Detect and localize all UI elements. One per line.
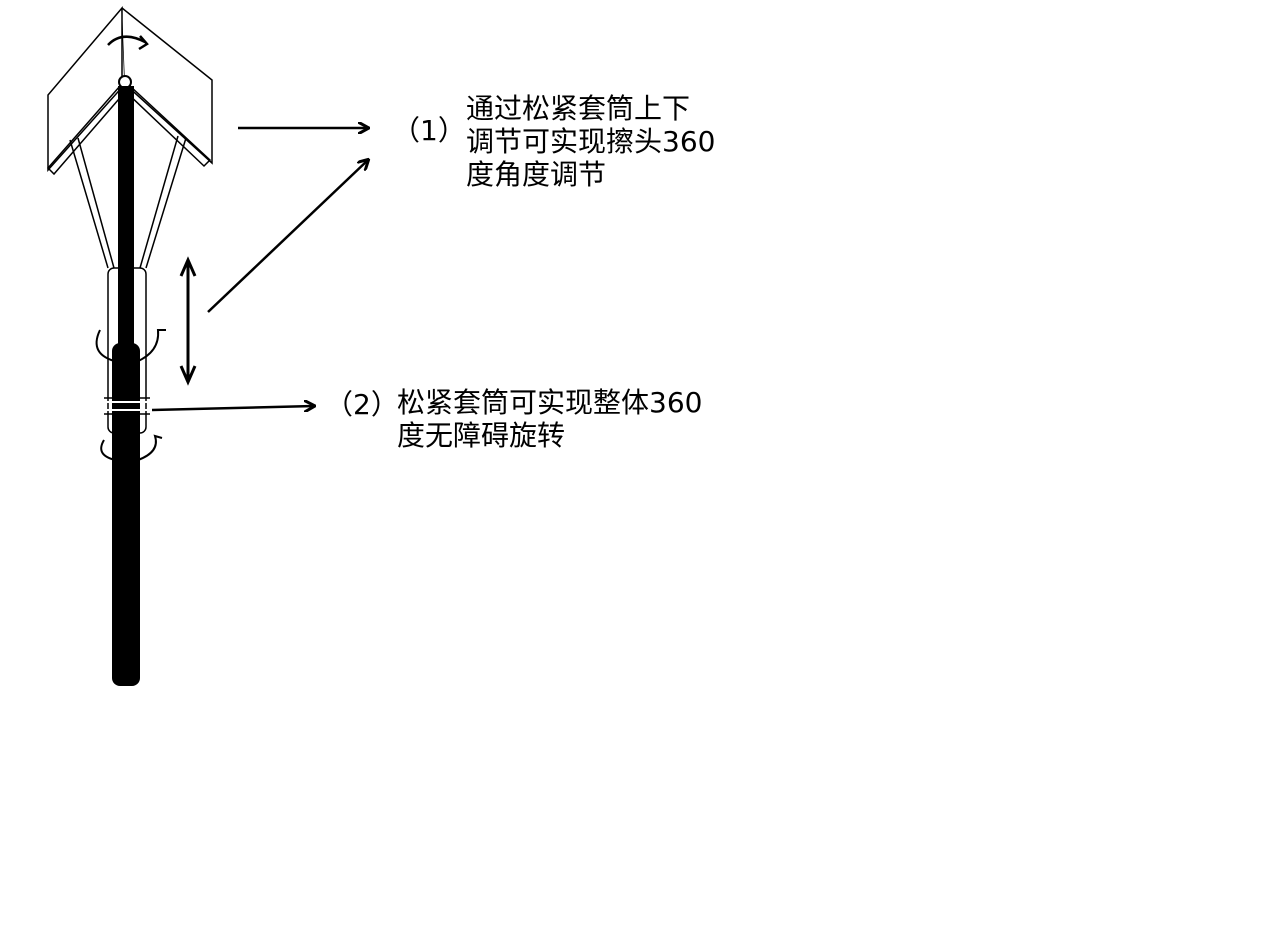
inner-v-right xyxy=(125,85,212,168)
struts xyxy=(69,135,187,269)
pole-lower xyxy=(112,343,140,686)
annotation-2-marker: （2） xyxy=(325,388,399,421)
inner-v-left xyxy=(46,85,126,176)
left-pad xyxy=(47,6,126,172)
rotate-arrows-icon xyxy=(95,329,166,461)
leader-arrows xyxy=(151,128,368,410)
right-pad xyxy=(121,7,213,165)
annotation-1-line-2: 调节可实现擦头360 xyxy=(466,125,716,158)
rotate-arrow-top-icon xyxy=(107,35,146,46)
annotation-1-line-1: 通过松紧套筒上下 xyxy=(466,92,691,125)
up-down-arrow-icon xyxy=(179,256,197,386)
mop-head xyxy=(46,6,213,176)
arrow-1b xyxy=(207,160,368,313)
annotation-2-line-1: 松紧套筒可实现整体360 xyxy=(397,386,703,419)
collar xyxy=(106,401,148,411)
annotation-1-line-3: 度角度调节 xyxy=(466,158,607,191)
annotation-1-marker: （1） xyxy=(392,114,466,147)
annotation-2-line-2: 度无障碍旋转 xyxy=(397,419,566,452)
pole-upper xyxy=(118,86,134,386)
collar-outline xyxy=(104,397,150,415)
arrow-2 xyxy=(151,406,314,410)
